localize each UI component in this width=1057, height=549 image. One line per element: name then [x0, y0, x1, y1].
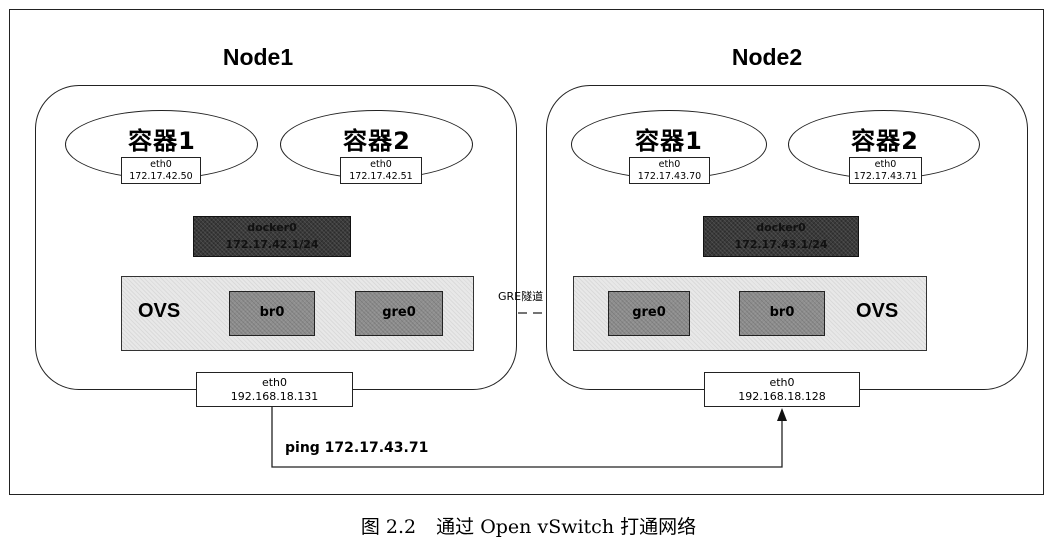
- node1-container2-eth: eth0 172.17.42.51: [340, 157, 422, 184]
- figure-number: 图 2.2: [360, 516, 417, 538]
- node2-gre0-port: gre0: [608, 291, 690, 336]
- node1-host-ip: 192.168.18.131: [230, 390, 319, 403]
- node1-container1-eth-name: eth0: [150, 159, 172, 170]
- node1-title: Node1: [222, 44, 294, 70]
- diagram-frame: [9, 9, 1044, 495]
- node2-container1-eth-name: eth0: [658, 159, 681, 170]
- node2-container2-eth-name: eth0: [874, 159, 897, 170]
- node1-docker0-bridge: docker0 172.17.42.1/24: [193, 216, 351, 257]
- node1-host-eth0: eth0 192.168.18.131: [196, 372, 353, 407]
- gre-tunnel-label: GRE隧道: [498, 290, 544, 303]
- node2-container1-eth: eth0 172.17.43.70: [629, 157, 710, 184]
- node2-host-ip: 192.168.18.128: [738, 390, 826, 403]
- node2-container1-label: 容器1: [635, 127, 703, 155]
- node1-container1-ip: 172.17.42.50: [129, 171, 193, 182]
- node2-docker0-bridge: docker0 172.17.43.1/24: [703, 216, 859, 257]
- node1-host-eth-name: eth0: [261, 376, 288, 389]
- node1-ovs-label: OVS: [138, 300, 181, 322]
- node2-container2-ip: 172.17.43.71: [853, 171, 918, 182]
- figure-caption: 图 2.2 通过 Open vSwitch 打通网络: [0, 512, 1057, 539]
- node2-container2-eth: eth0 172.17.43.71: [849, 157, 922, 184]
- node2-host-eth-name: eth0: [769, 376, 795, 389]
- ping-label: ping 172.17.43.71: [285, 440, 429, 456]
- ping-path: [271, 407, 783, 468]
- node1-container1-label: 容器1: [128, 127, 196, 155]
- node1-container2-eth-name: eth0: [370, 159, 392, 170]
- node2-container1-ip: 172.17.43.70: [637, 171, 702, 182]
- figure-caption-text: 通过 Open vSwitch 打通网络: [436, 516, 697, 538]
- node1-br0-port: br0: [229, 291, 315, 336]
- node1-container1-eth: eth0 172.17.42.50: [121, 157, 201, 184]
- node2-ovs-label: OVS: [856, 300, 899, 322]
- node1-gre0-port: gre0: [355, 291, 443, 336]
- node1-container2-ip: 172.17.42.51: [349, 171, 413, 182]
- node2-docker0-name: docker0: [756, 221, 806, 234]
- node2-docker0-ip: 172.17.43.1/24: [734, 238, 828, 251]
- ping-arrow-head: [777, 408, 787, 421]
- node2-container2-label: 容器2: [851, 127, 919, 155]
- node2-title: Node2: [731, 44, 803, 70]
- node1-container2-label: 容器2: [343, 127, 411, 155]
- node1-docker0-name: docker0: [247, 221, 297, 234]
- node2-br0-port: br0: [739, 291, 825, 336]
- node2-host-eth0: eth0 192.168.18.128: [704, 372, 860, 407]
- node1-docker0-ip: 172.17.42.1/24: [225, 238, 319, 251]
